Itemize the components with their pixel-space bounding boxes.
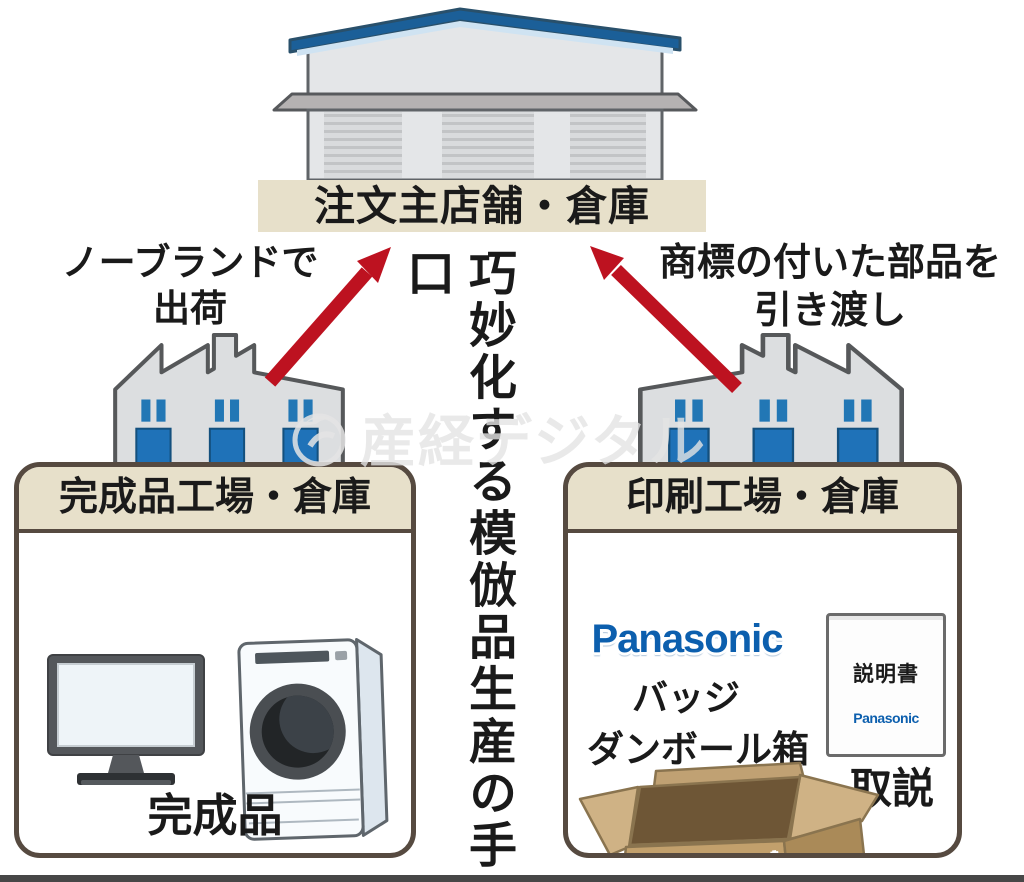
bottom-border	[0, 875, 1024, 882]
badge-label: バッジ	[631, 677, 740, 718]
finished-goods-panel: 完成品工場・倉庫	[14, 462, 416, 858]
printing-factory-icon	[638, 333, 904, 468]
printing-panel-header: 印刷工場・倉庫	[568, 467, 957, 533]
orderer-label: 注文主店舗・倉庫	[258, 180, 706, 232]
right-flow-line2: 引き渡し	[753, 289, 906, 332]
left-flow-line1: ノーブランドで	[61, 242, 319, 283]
cardboard-box-label: ダンボール箱	[587, 729, 809, 770]
manual-brand-logo: Panasonic	[853, 710, 919, 726]
finished-goods-caption: 完成品	[147, 790, 283, 841]
manual-booklet-icon: 説明書 Panasonic	[826, 613, 946, 757]
finished-goods-factory-icon	[113, 333, 345, 468]
right-flow-line1: 商標の付いた部品を	[658, 242, 1001, 284]
printing-panel: 印刷工場・倉庫 Panasonic バッジ ダンボール箱 説明書 Panason…	[563, 462, 962, 858]
finished-goods-panel-header: 完成品工場・倉庫	[19, 467, 411, 533]
panasonic-badge-logo: Panasonic	[591, 617, 783, 661]
left-flow-annotation: ノーブランドで 出荷	[40, 240, 340, 333]
tv-icon	[47, 654, 205, 785]
left-flow-line2: 出荷	[153, 288, 227, 330]
warehouse-illustration-icon	[272, 7, 698, 182]
cardboard-carton-icon	[578, 761, 880, 853]
right-flow-annotation: 商標の付いた部品を 引き渡し	[636, 240, 1024, 335]
washing-machine-icon	[237, 638, 389, 841]
page-title: 巧妙化する模倣品生産の手口	[399, 248, 514, 872]
manual-title: 説明書	[853, 663, 919, 686]
